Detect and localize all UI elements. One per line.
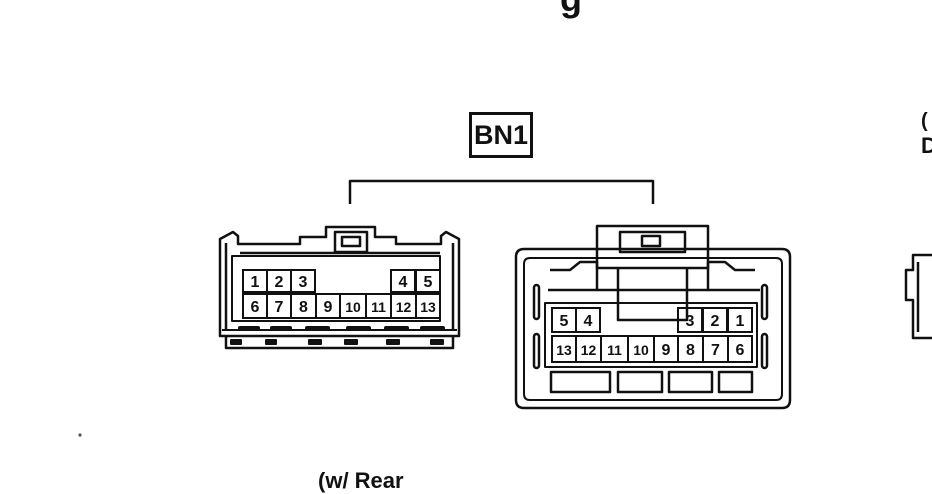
left-pin-5-cell xyxy=(415,269,441,293)
left-pin-8: 8 xyxy=(299,299,308,316)
right-connector-body xyxy=(514,224,792,410)
right-label-fragment-1: ( xyxy=(921,110,928,132)
right-pin-9: 9 xyxy=(662,342,671,359)
left-pin-10: 10 xyxy=(345,299,361,315)
right-pin-6-cell xyxy=(727,335,753,363)
left-pin-3: 3 xyxy=(299,274,308,291)
partial-connector-right-edge xyxy=(904,253,932,340)
right-pin-1-cell xyxy=(727,307,753,333)
connector-diagram: g BN1 ( D (w/ Rear xyxy=(78,0,932,493)
left-pin-9: 9 xyxy=(324,299,333,316)
left-pin-4: 4 xyxy=(399,274,408,291)
left-pin-2: 2 xyxy=(275,274,284,291)
right-pin-1: 1 xyxy=(736,313,745,330)
right-pin-13: 13 xyxy=(556,342,572,358)
right-pin-6: 6 xyxy=(736,342,745,359)
right-pin-5: 5 xyxy=(560,313,569,330)
connector-label-box: BN1 xyxy=(469,112,533,158)
left-pin-13: 13 xyxy=(420,299,436,315)
label-bracket xyxy=(348,179,655,204)
stray-dot xyxy=(78,433,82,437)
connector-label: BN1 xyxy=(473,119,528,150)
right-pin-7: 7 xyxy=(711,342,720,359)
right-pin-2: 2 xyxy=(711,313,720,330)
left-pin-3-cell xyxy=(290,269,316,293)
left-pin-7: 7 xyxy=(275,299,284,316)
left-pin-6: 6 xyxy=(251,299,260,316)
left-connector-body xyxy=(218,225,461,350)
left-pin-1: 1 xyxy=(251,274,260,291)
right-pin-3: 3 xyxy=(686,313,695,330)
left-pin-12: 12 xyxy=(396,299,412,315)
left-pin-11: 11 xyxy=(371,299,386,315)
right-pin-10: 10 xyxy=(633,342,649,358)
right-label-fragment-2: D xyxy=(921,133,932,158)
right-pin-11: 11 xyxy=(607,342,622,358)
title-fragment: g xyxy=(560,0,582,20)
right-pin-8: 8 xyxy=(686,342,695,359)
right-pin-12: 12 xyxy=(581,342,597,358)
left-pin-13-cell xyxy=(415,293,441,319)
right-pin-4: 4 xyxy=(584,313,593,330)
left-connector-latches xyxy=(230,326,445,345)
left-pin-5: 5 xyxy=(424,274,433,291)
right-pin-4-cell xyxy=(575,307,601,333)
